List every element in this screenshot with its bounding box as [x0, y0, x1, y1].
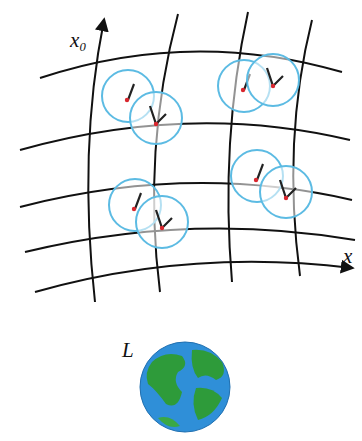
clock-pivot — [132, 207, 136, 211]
clock-hands — [267, 68, 283, 86]
axis-label: x₀ — [70, 30, 87, 51]
clock-hands — [257, 164, 263, 180]
clock-hands — [156, 210, 172, 228]
clock-pivot — [271, 84, 275, 88]
clock — [130, 92, 182, 144]
clock-hands — [128, 84, 134, 100]
clock-face — [130, 92, 182, 144]
grid-lines — [20, 12, 355, 302]
axis-label: L — [122, 340, 134, 361]
clock-pivot — [284, 196, 288, 200]
axis-label: x — [343, 246, 352, 267]
clock-pivot — [154, 122, 158, 126]
clock-face — [260, 166, 312, 218]
x0-axis — [88, 20, 104, 302]
earth-globe — [140, 342, 230, 432]
clock-hands — [280, 180, 296, 198]
clock-pivot — [125, 98, 129, 102]
clock — [247, 54, 299, 106]
x-axis — [35, 262, 352, 292]
clock-face — [247, 54, 299, 106]
clock-pivot — [241, 88, 245, 92]
clock-face — [136, 196, 188, 248]
clock — [136, 196, 188, 248]
clock-pivot — [254, 178, 258, 182]
clock-hands — [150, 106, 166, 124]
clock-pivot — [160, 226, 164, 230]
clock-circles — [102, 54, 312, 248]
clock — [260, 166, 312, 218]
